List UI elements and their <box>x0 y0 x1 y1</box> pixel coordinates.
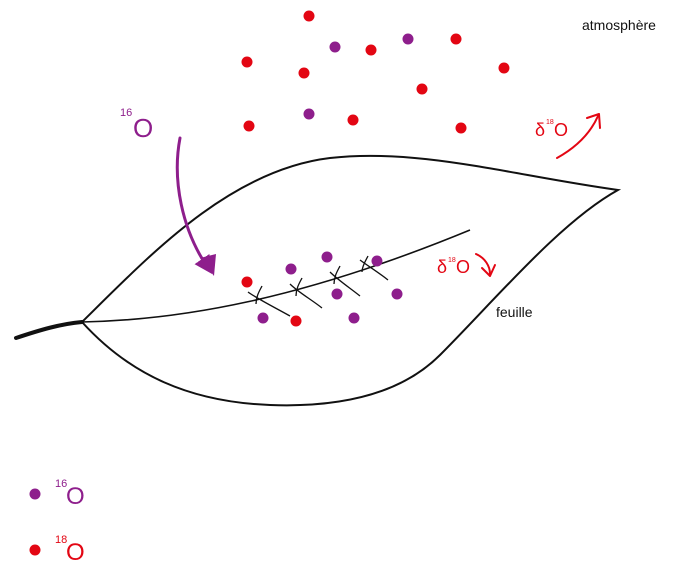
leaf-vein <box>255 285 263 305</box>
leaf-vein <box>289 283 323 309</box>
atmosphere-delta-label: δ 18 O <box>535 111 568 140</box>
leaf-vein <box>359 259 389 281</box>
atmosphere-delta-arrowhead <box>586 113 601 129</box>
leaf-vein <box>247 291 291 317</box>
legend-item-o16: 16 O <box>29 474 85 510</box>
o16-molecule <box>285 263 297 275</box>
leaf-delta-label: δ 18 O <box>437 249 470 277</box>
o16-molecule <box>371 255 383 267</box>
atmosphere-delta-arrow <box>556 115 599 159</box>
o18-molecule <box>303 10 315 22</box>
leaf-midrib <box>81 229 471 323</box>
o16-symbol: O <box>133 113 153 143</box>
o16-uptake-arrow <box>175 136 213 274</box>
leaf-molecules <box>241 251 403 327</box>
o18-molecule <box>243 120 255 132</box>
delta-element: O <box>554 120 568 140</box>
leaf-vein <box>329 271 361 297</box>
leaf-vein <box>361 255 369 273</box>
o16-molecule <box>391 288 403 300</box>
o18-molecule <box>498 62 510 74</box>
legend-o16-label: 16 O <box>55 474 85 510</box>
o18-molecule <box>416 83 428 95</box>
o18-molecule <box>298 67 310 79</box>
o18-molecule <box>450 33 462 45</box>
o16-molecule <box>329 41 341 53</box>
o16-molecule <box>321 251 333 263</box>
legend-o16-dot <box>29 488 41 500</box>
o16-uptake-arrowhead <box>200 254 216 276</box>
delta-symbol: δ <box>535 120 545 140</box>
o18-molecule <box>241 56 253 68</box>
o18-molecule <box>241 276 253 288</box>
o16-molecule <box>348 312 360 324</box>
legend-o18-symbol: O <box>66 539 85 562</box>
legend-o18-label: 18 O <box>55 530 85 562</box>
legend: 16 O 18 O <box>29 474 85 562</box>
atmosphere-label: atmosphère <box>582 17 656 33</box>
o16-molecule <box>257 312 269 324</box>
o16-molecule <box>303 108 315 120</box>
delta-mass-number: 18 <box>546 119 554 126</box>
o16-uptake-label: 16 O <box>120 103 153 143</box>
o16-molecule <box>402 33 414 45</box>
delta-mass-number: 18 <box>448 257 456 264</box>
legend-o18-mass: 18 <box>55 534 67 546</box>
delta-element: O <box>456 257 470 277</box>
o16-molecule <box>331 288 343 300</box>
legend-o16-mass: 16 <box>55 478 67 490</box>
o18-molecule <box>365 44 377 56</box>
legend-o16-symbol: O <box>66 483 85 510</box>
legend-o18-dot <box>29 544 41 556</box>
o18-molecule <box>290 315 302 327</box>
leaf-label: feuille <box>496 304 533 320</box>
leaf-delta-arrow <box>475 253 491 275</box>
o18-molecule <box>347 114 359 126</box>
leaf-stem <box>14 320 84 340</box>
leaf-vein <box>333 265 341 285</box>
o18-molecule <box>455 122 467 134</box>
atmosphere-molecules <box>241 10 510 134</box>
leaf-delta-arrowhead <box>481 264 496 277</box>
leaf <box>14 154 622 407</box>
leaf-vein <box>295 277 303 297</box>
legend-item-o18: 18 O <box>29 530 85 562</box>
leaf-outline <box>80 154 622 407</box>
o16-mass-number: 16 <box>120 107 132 119</box>
delta-symbol: δ <box>437 257 447 277</box>
